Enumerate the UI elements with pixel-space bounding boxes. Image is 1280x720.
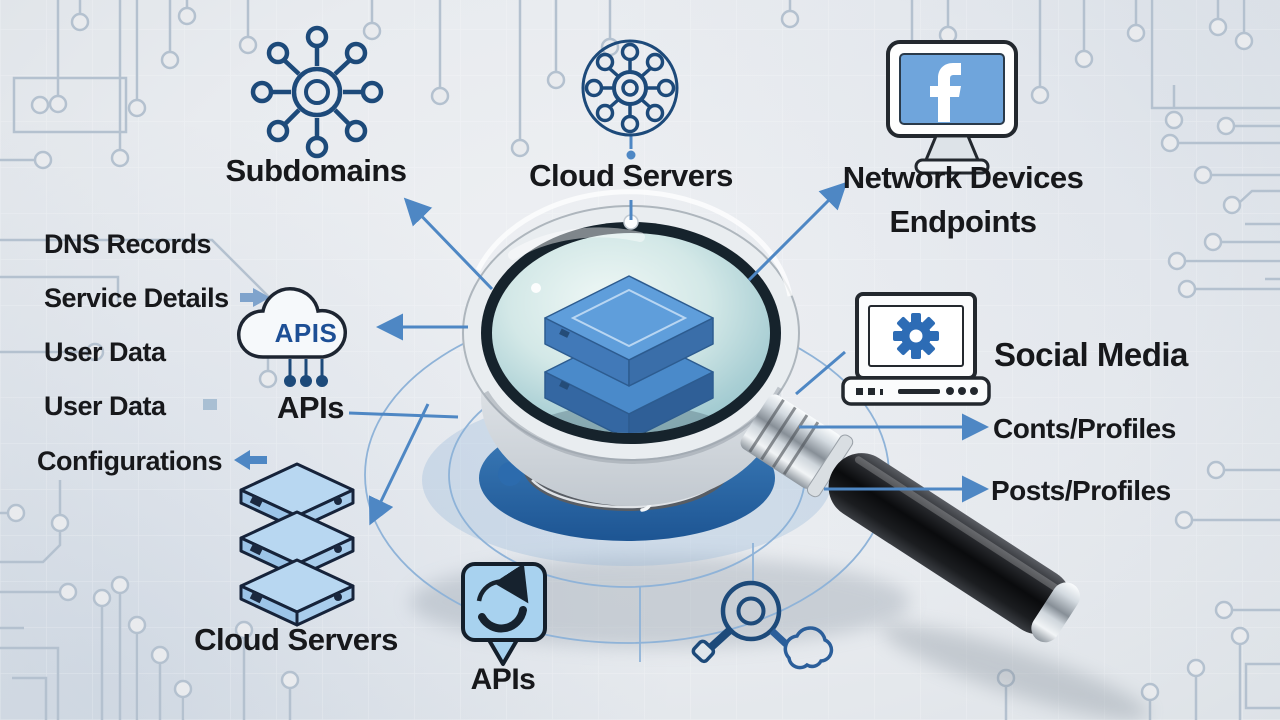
circuit-trace-bottom-left xyxy=(0,480,300,720)
cloud-icon xyxy=(237,287,347,387)
data-stack-icon xyxy=(529,275,729,433)
circuit-trace-top-left xyxy=(0,0,620,389)
facebook-f-icon xyxy=(930,63,961,122)
laptop-gear-icon xyxy=(841,292,991,406)
apis-connector-line xyxy=(348,411,459,419)
key-cloud-bit xyxy=(783,626,834,670)
globe-network-icon xyxy=(581,39,679,137)
arrow-to-server-stack xyxy=(368,403,430,526)
cloud-connector-pins xyxy=(284,359,328,387)
sync-arrows-icon xyxy=(476,563,529,633)
key-icon xyxy=(691,580,834,670)
arc-node-dot xyxy=(498,462,522,486)
magnifier-handle xyxy=(740,394,1081,643)
circuit-trace-top-right xyxy=(780,0,1280,299)
configurations-arrow-icon xyxy=(234,450,267,470)
social-media-connector-line xyxy=(795,350,846,396)
monitor-facebook-icon xyxy=(886,40,1018,175)
hub-network-icon xyxy=(250,25,384,159)
left-list-glyphs xyxy=(203,288,270,470)
service-details-arrow-icon xyxy=(240,288,270,307)
server-stack-icon xyxy=(239,462,355,627)
handle-shadow xyxy=(881,623,1149,720)
chat-sync-icon xyxy=(461,562,547,666)
connector-dot xyxy=(626,150,636,160)
arrow-to-subdomains xyxy=(403,197,494,291)
connectors xyxy=(348,136,989,526)
arrow-to-network-devices xyxy=(747,181,848,282)
magnifier-glass xyxy=(462,189,800,506)
gear-icon xyxy=(893,313,939,359)
user-data-bullet-icon xyxy=(203,399,217,410)
circuit-trace-bottom-right xyxy=(996,460,1280,720)
